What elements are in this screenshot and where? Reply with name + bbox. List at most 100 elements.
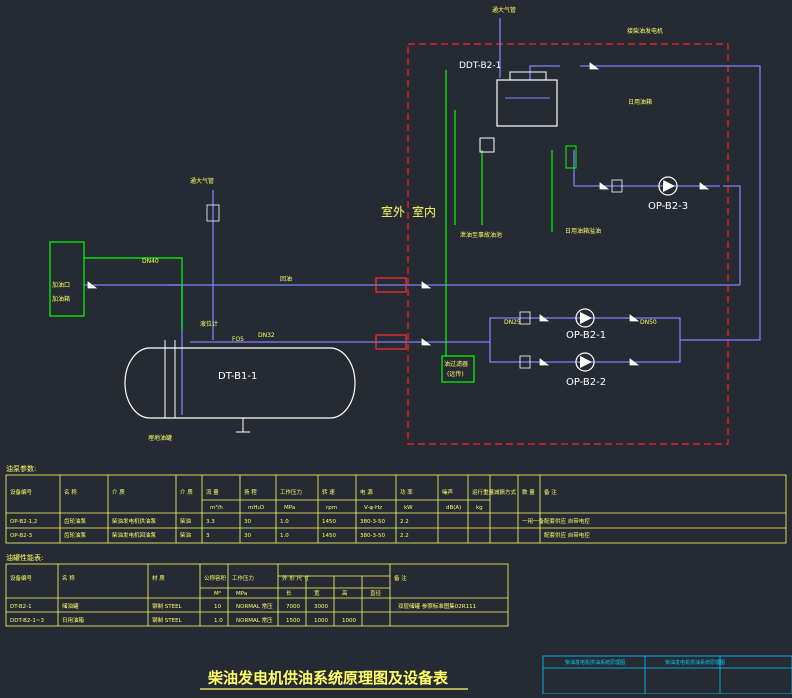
- pump-table-cell: 3.3: [206, 519, 215, 525]
- pump-table-cell: 3: [206, 533, 210, 539]
- tank-table-cell: 日用油箱: [62, 616, 85, 624]
- tank-table-cell: 1000: [314, 618, 328, 624]
- tank-table-header: 设备编号: [10, 574, 33, 582]
- label-vent-top: 通大气管: [492, 6, 516, 14]
- pump-2-tag: OP-B2-2: [566, 377, 606, 388]
- label-fo5: FO5: [232, 336, 244, 343]
- label-level-gauge: 液位计: [200, 320, 218, 328]
- label-filter: 油过滤器: [444, 360, 468, 368]
- pump-table-cell: 配套供应 自带电控: [544, 517, 590, 525]
- tank-table-header: 公称容积: [204, 574, 227, 582]
- tank-table-cell: 1000: [342, 618, 356, 624]
- pump-table-cell: 柴油: [180, 531, 192, 539]
- pump-table-header: 运行重量: [472, 488, 495, 496]
- pump-3-tag: OP-B2-3: [648, 201, 688, 212]
- pump-table-cell: 齿轮油泵: [64, 531, 87, 539]
- pump-table-caption: 油泵参数:: [6, 464, 36, 473]
- pump-table-header: 备 注: [544, 488, 557, 496]
- annotations: 通大气管 接柴油发电机 日用油箱 泄油至事故油池 日用油箱溢油 通大气管 加油口…: [52, 6, 663, 378]
- pump-table-cell: OP-B2-1,2: [10, 519, 37, 525]
- label-remote: (远传): [447, 370, 464, 378]
- tank-table-subheader: 长: [286, 589, 292, 597]
- pump-table-columns: [59, 475, 541, 543]
- pump-table-unit: dB(A): [446, 505, 461, 511]
- indoor-boundary: [407, 43, 729, 445]
- tank-table-header: 外 形 尺 寸: [282, 574, 310, 582]
- pump-table-cell: 一用一备: [522, 517, 545, 525]
- buried-tank-tag: DT-B1-1: [218, 371, 257, 382]
- pump-table-cell: 柴油发电机供油泵: [112, 517, 157, 525]
- fire-valves: [375, 277, 407, 350]
- pump-table-cell: 柴油发电机回油泵: [112, 531, 157, 539]
- day-tank-tag: DDT-B2-1: [459, 61, 501, 71]
- tank-table-columns: [57, 564, 391, 626]
- label-return: 回油: [280, 275, 292, 283]
- tank-table-header: 名 称: [62, 574, 75, 582]
- pump-table-cell: 380-3-50: [360, 519, 385, 525]
- pump-1-tag: OP-B2-1: [566, 330, 606, 341]
- zone-outdoor-label: 室外: [381, 204, 405, 219]
- pump-table-cell: 2.2: [400, 533, 409, 539]
- label-day-tank-gauge: 日用油箱: [628, 98, 652, 106]
- pump-table-unit: rpm: [326, 505, 337, 511]
- pump-table-cell: 1450: [322, 519, 336, 525]
- pump-table-cell: 30: [244, 519, 251, 525]
- pump-table-unit: mH₂O: [248, 505, 265, 511]
- pump-table-header: 介 质: [112, 488, 125, 496]
- tank-table-subheader: M³: [214, 590, 221, 597]
- label-dn2: DN32: [258, 332, 275, 339]
- pump-table-header: 扬 程: [244, 488, 257, 496]
- tank-table-cell: 1500: [286, 618, 300, 624]
- tank-table-cell: 钢制 STEEL: [152, 616, 183, 624]
- drawing-title: 柴油发电机供油系统原理图及设备表: [207, 669, 449, 687]
- title-block-right: 柴油发电机供油系统原理图: [665, 659, 725, 666]
- pump-table-header: 工作压力: [280, 488, 302, 496]
- pump-table-cell: 1.0: [280, 519, 289, 525]
- pump-table-cell: 柴油: [180, 517, 192, 525]
- tank-table-cell: 双层储罐 参照标准图集02R111: [398, 602, 476, 610]
- pump-op-b2-1: OP-B2-1: [566, 308, 606, 341]
- pump-table-unit: kW: [404, 505, 413, 511]
- tank-table-header: 备 注: [394, 574, 407, 582]
- label-fill-box: 加油箱: [52, 295, 70, 303]
- tank-table-cell: DT-B2-1: [10, 604, 32, 610]
- tank-table-cell: 7000: [286, 604, 300, 610]
- tank-table-subheader: 直径: [370, 589, 382, 597]
- pump-table-unit: MPa: [284, 505, 295, 511]
- pump-table-header: 噪声: [442, 488, 454, 496]
- pump-table-header: 介 质: [180, 488, 193, 496]
- tank-table-cell: 储油罐: [62, 602, 79, 610]
- tank-table-cell: NORMAL 常压: [236, 602, 273, 610]
- tank-table-cell: DDT-B2-1~3: [10, 618, 44, 624]
- tank-table-subheader: 宽: [314, 589, 320, 597]
- pump-table-unit: kg: [476, 505, 483, 511]
- tank-table-subheader: MPa: [236, 591, 247, 597]
- label-fill-port: 加油口: [52, 281, 70, 289]
- tank-table-cell: NORMAL 常压: [236, 616, 273, 624]
- pump-table-cell: 2.2: [400, 519, 409, 525]
- label-vent-left: 通大气管: [190, 177, 214, 185]
- pump-table-unit: V-φ-Hz: [364, 505, 382, 511]
- pump-table-header: 电 源: [360, 488, 373, 496]
- title-block-left: 柴油发电机供油系统原理图: [565, 659, 625, 666]
- pump-table-unit: m³/h: [210, 504, 223, 511]
- pump-table-header: 减振方式: [494, 488, 517, 496]
- buried-tank-note: 埋地油罐: [148, 434, 172, 442]
- pump-table-cell: OP-B2-3: [10, 533, 33, 539]
- tank-table-cell: 10: [214, 604, 221, 610]
- tank-table-header: 材 质: [152, 574, 165, 582]
- drain-pipes: [49, 70, 553, 383]
- pump-table-cell: 1450: [322, 533, 336, 539]
- pump-table-header: 数 量: [522, 488, 535, 496]
- pump-op-b2-3: OP-B2-3: [648, 176, 688, 212]
- tank-table-caption: 油罐性能表:: [6, 553, 43, 562]
- day-tank: DDT-B2-1: [459, 61, 577, 169]
- label-drain: 泄油至事故油池: [460, 231, 502, 239]
- buried-oil-tank: DT-B1-1 埋地油罐: [124, 340, 356, 442]
- pump-table-cell: 30: [244, 533, 251, 539]
- tank-table-grid: [5, 563, 509, 627]
- pump-table-cell: 配套供应 自带电控: [544, 531, 590, 539]
